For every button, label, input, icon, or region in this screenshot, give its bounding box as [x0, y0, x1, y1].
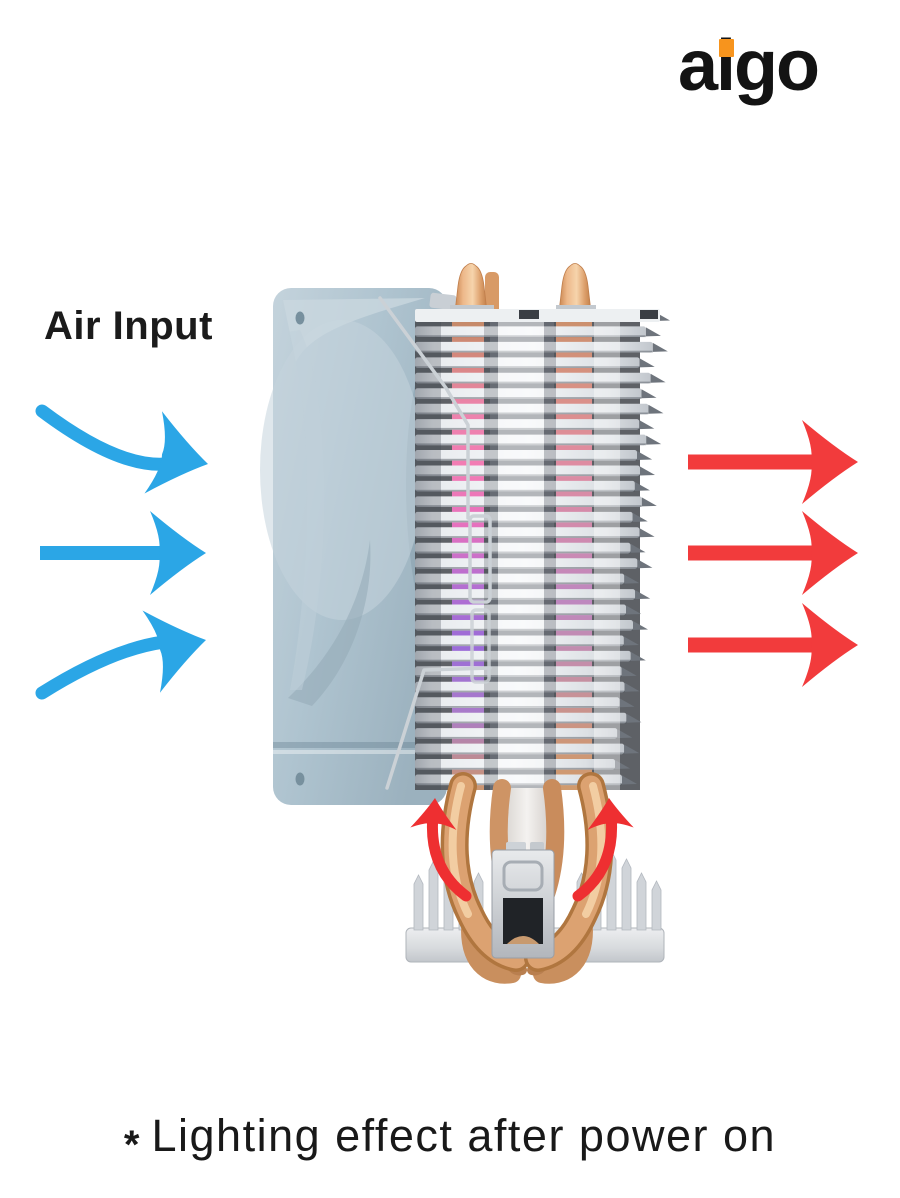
air-output-arrow-top-icon: [688, 420, 858, 504]
air-input-arrow-middle-icon: [40, 511, 206, 595]
fan-wire-clips: [378, 296, 492, 790]
brand-logo-i-dot: [719, 39, 734, 57]
air-input-arrow-bottom-icon: [35, 598, 215, 700]
footnote-star: *: [123, 1123, 140, 1167]
footnote: *Lighting effect after power on: [0, 1110, 900, 1167]
air-input-label: Air Input: [44, 304, 213, 348]
mounting-bracket: [491, 842, 555, 959]
air-output-arrows: [688, 420, 858, 687]
air-output-arrow-bottom-icon: [688, 603, 858, 687]
heatpipe-tips: [450, 263, 596, 314]
brand-logo-text: aigo: [678, 26, 820, 106]
base-heat-rise-arrows: [410, 796, 634, 902]
footnote-text: Lighting effect after power on: [151, 1110, 777, 1161]
brand-logo: aigo: [678, 30, 848, 140]
heat-rise-arrow-left-icon: [410, 796, 472, 902]
heat-rise-arrow-right-icon: [572, 796, 634, 902]
air-output-arrow-middle-icon: [688, 511, 858, 595]
cpu-cooler: [260, 263, 670, 984]
air-input-arrow-top-icon: [35, 404, 217, 506]
air-input-arrows: [35, 404, 217, 700]
